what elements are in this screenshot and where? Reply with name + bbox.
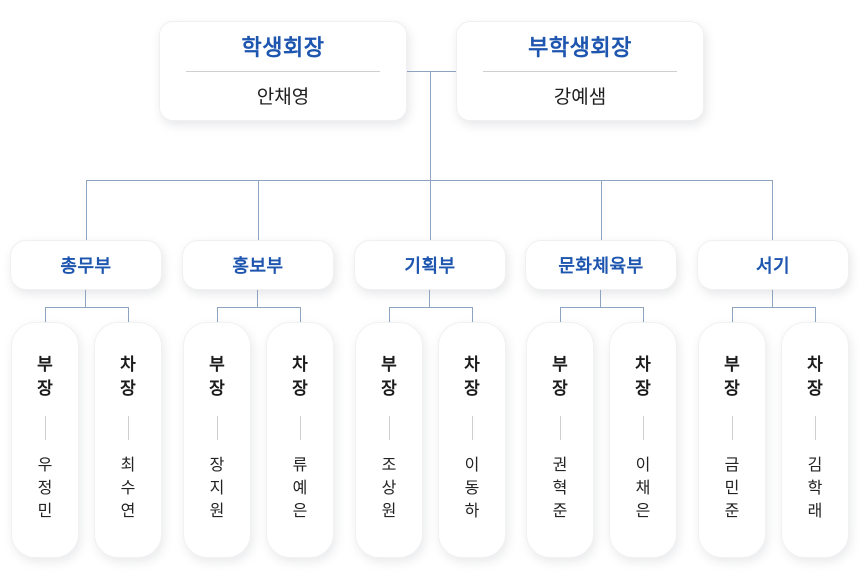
connector-fork-stub-right [815,307,816,322]
head-card: 부장 우정민 [11,322,79,558]
department-box: 서기 [697,240,849,290]
deputy-role: 차장 [807,355,823,398]
head-name: 금민준 [724,456,740,520]
deputy-card: 차장 류예은 [266,322,334,558]
president-title: 학생회장 [241,35,325,61]
connector-fork-stub-right [472,307,473,322]
deputy-name: 김학래 [807,456,823,520]
pill-divider [127,415,129,440]
connector-bus [86,180,773,181]
connector-fork-stub-right [300,307,301,322]
head-role: 부장 [724,355,740,398]
connector-fork-stub-left [732,307,733,322]
connector-fork-drop [600,290,601,307]
connector-fork-stub-left [217,307,218,322]
department-group-chongmu: 총무부 부장 우정민 차장 최수연 [10,240,162,560]
deputy-role: 차장 [464,355,480,398]
connector-fork-drop [429,290,430,307]
deputy-role: 차장 [120,355,136,398]
department-group-seogi: 서기 부장 금민준 차장 김학래 [697,240,849,560]
pill-divider [44,415,46,440]
department-group-hongbo: 홍보부 부장 장지원 차장 류예은 [182,240,334,560]
president-divider [186,70,380,72]
connector-dept-drop-1 [86,181,87,240]
vice-president-name: 강예샘 [553,87,607,109]
department-box: 총무부 [10,240,162,290]
head-card: 부장 권혁준 [526,322,594,558]
pill-divider [471,415,473,440]
department-group-gihoek: 기획부 부장 조상원 차장 이동하 [354,240,506,560]
deputy-card: 차장 이동하 [438,322,506,558]
connector-fork-stub-left [560,307,561,322]
connector-exec-bridge [407,71,456,72]
pill-divider [642,415,644,440]
connector-fork-stub-left [45,307,46,322]
head-name: 권혁준 [552,456,568,520]
head-role: 부장 [209,355,225,398]
connector-exec-drop [430,71,431,181]
connector-fork-drop [85,290,86,307]
pill-divider [299,415,301,440]
connector-dept-drop-3 [430,181,431,240]
connector-fork-bridge [45,307,129,308]
pill-divider [814,415,816,440]
head-card: 부장 금민준 [698,322,766,558]
connector-fork-stub-left [389,307,390,322]
pill-divider [731,415,733,440]
head-card: 부장 조상원 [355,322,423,558]
department-box: 홍보부 [182,240,334,290]
connector-fork-drop [772,290,773,307]
deputy-name: 이채은 [635,456,651,520]
head-role: 부장 [37,355,53,398]
connector-fork-bridge [560,307,644,308]
department-group-munhwa: 문화체육부 부장 권혁준 차장 이채은 [525,240,677,560]
head-name: 조상원 [381,456,397,520]
pill-divider [216,415,218,440]
vice-president-divider [483,70,677,72]
connector-fork-bridge [389,307,473,308]
deputy-role: 차장 [635,355,651,398]
president-name: 안채영 [256,87,310,109]
connector-dept-drop-2 [258,181,259,240]
deputy-card: 차장 이채은 [609,322,677,558]
pill-divider [388,415,390,440]
head-role: 부장 [381,355,397,398]
head-name: 우정민 [37,456,53,520]
deputy-name: 이동하 [464,456,480,520]
president-box: 학생회장 안채영 [159,21,407,121]
department-box: 문화체육부 [525,240,677,290]
pill-divider [559,415,561,440]
deputy-card: 차장 김학래 [781,322,849,558]
connector-dept-drop-5 [772,181,773,240]
connector-fork-bridge [217,307,301,308]
deputy-role: 차장 [292,355,308,398]
deputy-name: 류예은 [292,456,308,520]
vice-president-title: 부학생회장 [528,35,632,61]
connector-fork-bridge [732,307,816,308]
department-box: 기획부 [354,240,506,290]
head-name: 장지원 [209,456,225,520]
vice-president-box: 부학생회장 강예샘 [456,21,704,121]
connector-fork-stub-right [643,307,644,322]
head-card: 부장 장지원 [183,322,251,558]
connector-dept-drop-4 [601,181,602,240]
head-role: 부장 [552,355,568,398]
deputy-name: 최수연 [120,456,136,520]
connector-fork-drop [257,290,258,307]
connector-fork-stub-right [128,307,129,322]
deputy-card: 차장 최수연 [94,322,162,558]
